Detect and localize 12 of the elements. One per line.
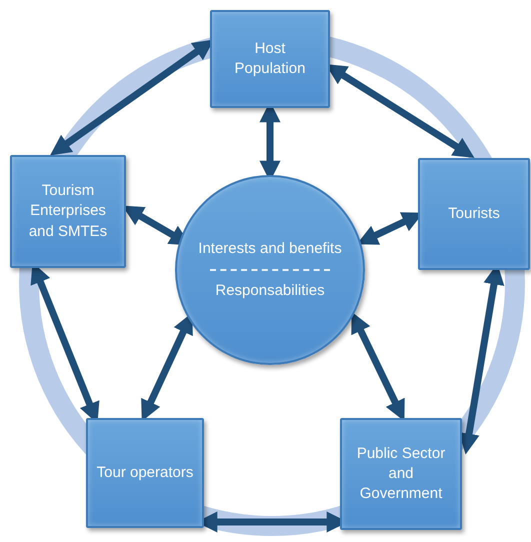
box-label: Tourists <box>447 204 501 224</box>
box-label: Tourism Enterprises and SMTEs <box>28 181 108 242</box>
circle-text: Responsabilities <box>214 281 326 301</box>
box-label: Public Sector and Government <box>356 444 446 504</box>
stakeholder-box <box>210 10 330 108</box>
stakeholder-box <box>418 158 530 270</box>
box-label: Host Population <box>234 38 306 79</box>
circle-heading: Interests and benefits <box>197 238 343 259</box>
box-label: Tour operators <box>96 462 194 483</box>
stakeholder-box <box>86 418 204 528</box>
stakeholder-box <box>10 155 126 268</box>
stakeholder-box <box>340 418 462 530</box>
